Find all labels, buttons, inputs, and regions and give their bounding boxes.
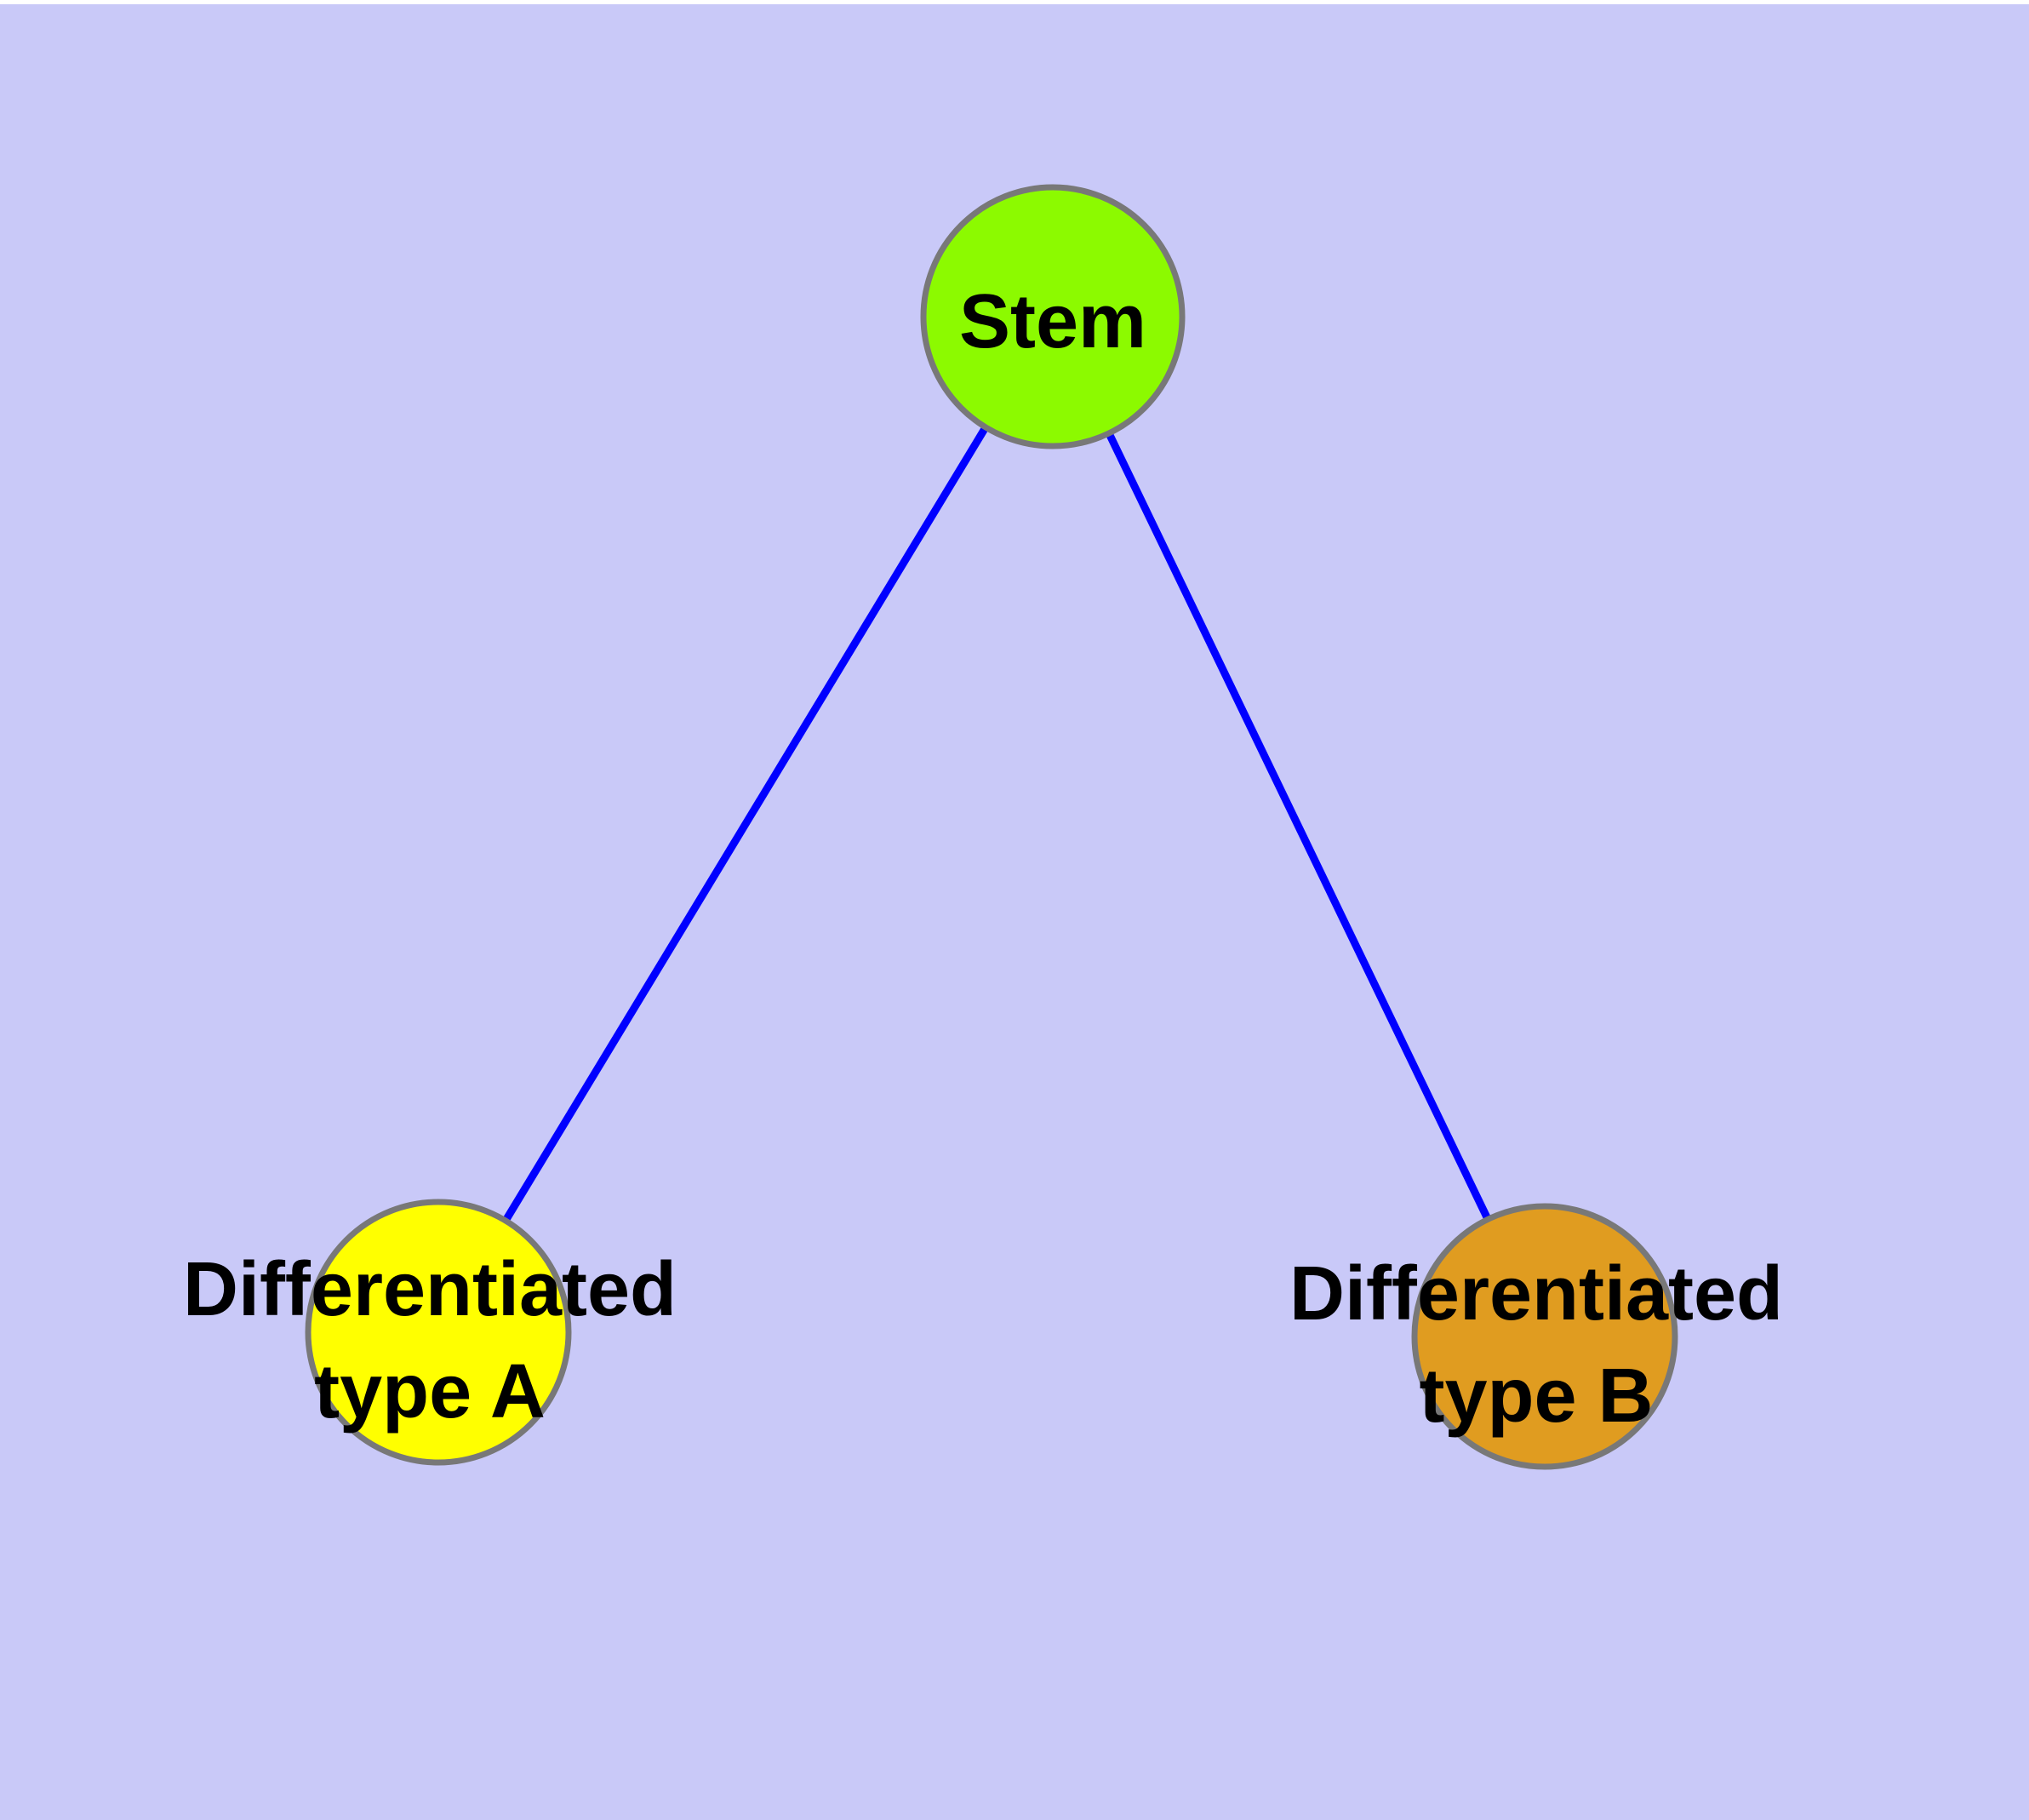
edge-stem-to-type-a — [502, 425, 989, 1223]
node-differentiated-type-a-circle — [305, 1199, 572, 1466]
node-differentiated-type-b-label-line1: Differentiated — [1289, 1251, 1783, 1336]
node-stem-circle — [920, 184, 1186, 449]
top-margin-strip — [0, 0, 2029, 4]
node-differentiated-type-b-circle — [1411, 1203, 1678, 1470]
edge-stem-to-type-b — [1105, 432, 1492, 1221]
node-differentiated-type-b-label-line2: type B — [1419, 1354, 1653, 1439]
node-stem-label: Stem — [959, 279, 1146, 364]
node-differentiated-type-a-label-line2: type A — [314, 1349, 546, 1434]
node-differentiated-type-a-label-line1: Differentiated — [183, 1247, 677, 1332]
